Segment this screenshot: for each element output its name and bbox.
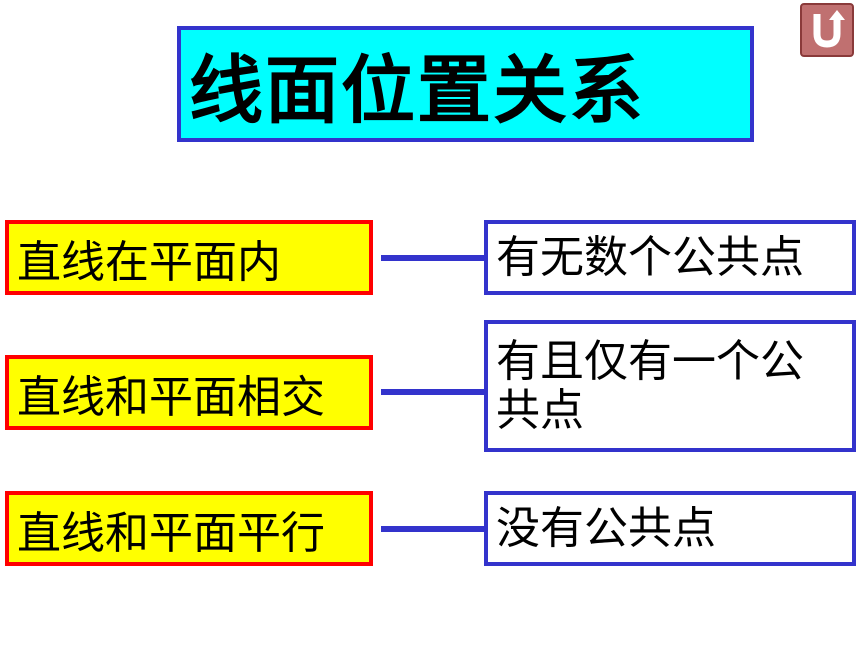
connector-line xyxy=(381,389,484,395)
description-box-intersect: 有且仅有一个公共点 xyxy=(484,320,856,452)
page-title: 线面位置关系 xyxy=(189,47,645,134)
connector-line xyxy=(381,255,484,261)
description-label: 有且仅有一个公共点 xyxy=(496,335,804,436)
relation-box-in-plane: 直线在平面内 xyxy=(5,220,373,295)
description-box-parallel: 没有公共点 xyxy=(484,491,856,566)
connector-line xyxy=(381,526,484,532)
return-arrow-icon xyxy=(805,6,849,54)
relation-box-parallel: 直线和平面平行 xyxy=(5,491,373,566)
relation-label: 直线和平面相交 xyxy=(17,371,325,423)
relation-label: 直线在平面内 xyxy=(17,236,281,288)
description-label: 有无数个公共点 xyxy=(496,231,804,283)
description-box-in-plane: 有无数个公共点 xyxy=(484,220,856,295)
back-button[interactable] xyxy=(800,3,854,57)
description-label: 没有公共点 xyxy=(496,502,716,554)
relation-box-intersect: 直线和平面相交 xyxy=(5,355,373,430)
relation-label: 直线和平面平行 xyxy=(17,507,325,559)
title-box: 线面位置关系 xyxy=(177,26,754,142)
